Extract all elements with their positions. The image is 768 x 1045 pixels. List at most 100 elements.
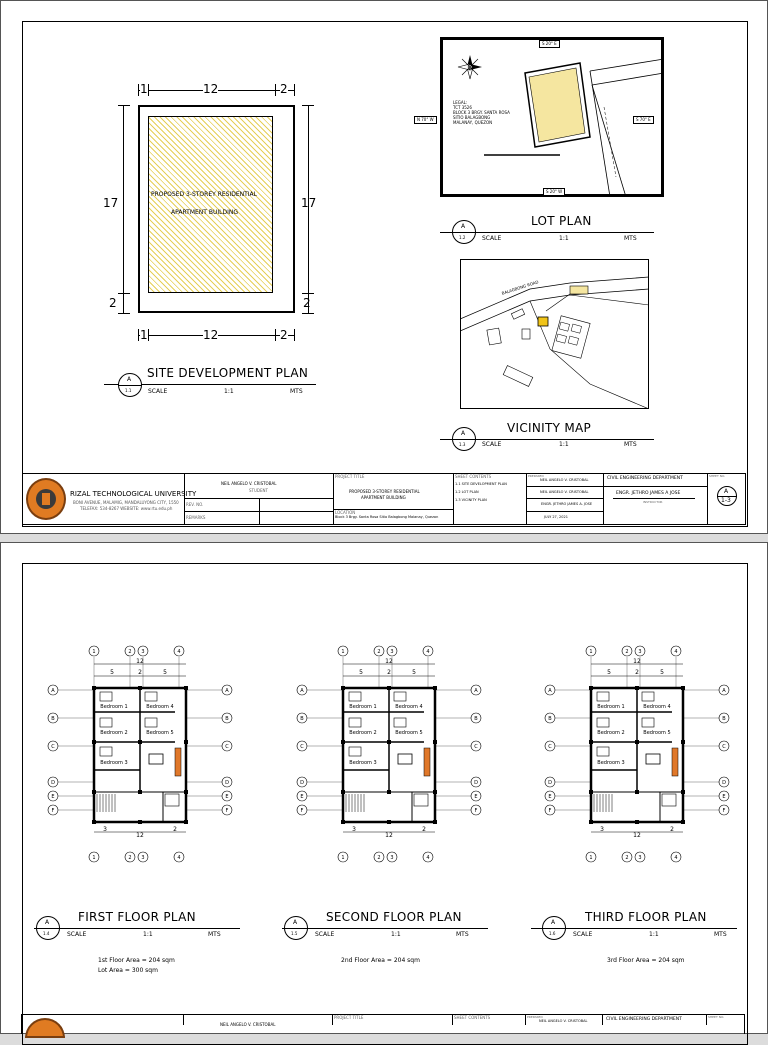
prepared-name: NEIL ANGELO V. CRISTOBAL (540, 478, 589, 482)
grid-label: B (225, 716, 229, 722)
dim-bottom: 12 (136, 832, 144, 839)
grid-bubble (296, 684, 308, 696)
grid-bubble (47, 776, 59, 788)
grid-bubble (47, 804, 59, 816)
grid-label: B (474, 716, 478, 722)
university-logo (26, 478, 66, 520)
grid-label: D (300, 780, 304, 786)
third-scale-label: SCALE (573, 931, 593, 938)
dim-bottom: 3 (103, 826, 107, 833)
sheet-contents-2: 1.2 LOT PLAN (455, 490, 479, 494)
grid-bubble (470, 684, 482, 696)
dim-bottom: 12 (385, 832, 393, 839)
university-name: RIZAL TECHNOLOGICAL UNIVERSITY (70, 490, 197, 498)
dim-top: 5 (412, 669, 416, 676)
grid-label: 3 (638, 855, 641, 861)
grid-label: D (474, 780, 478, 786)
vicinity-drawing (460, 276, 649, 409)
dim-top: 5 (359, 669, 363, 676)
grid-label: D (548, 780, 552, 786)
grid-bubble (47, 684, 59, 696)
dim-top: 5 (660, 669, 664, 676)
grid-bubble (296, 712, 308, 724)
lot-legend-1: LEGAL: (453, 100, 468, 105)
grid-bubble (296, 804, 308, 816)
room-label: Bedroom 3 (100, 760, 127, 766)
dining-table (397, 753, 413, 765)
site-dim-bottom-3: 2 (280, 328, 288, 342)
grid-label: 3 (141, 855, 144, 861)
grid-label: E (474, 794, 477, 800)
third-floor-area-note: 3rd Floor Area = 204 sqm (607, 957, 685, 964)
project-line-1: PROPOSED 3-STOREY RESIDENTIAL (349, 489, 420, 494)
site-dim-bottom-2: 12 (203, 328, 219, 342)
sheet-letter: A (724, 488, 729, 495)
grid-label: A (51, 688, 55, 694)
university-logo-2 (25, 1018, 65, 1038)
grid-bubble (137, 645, 149, 657)
site-ref-num: 1.1 (125, 388, 132, 393)
grid-bubble (124, 851, 136, 863)
grid-label: C (300, 744, 304, 750)
room-label: Bedroom 1 (100, 704, 127, 710)
lot-legend-3: BLOCK 3 BRGY. SANTA ROSA (453, 110, 510, 115)
vicinity-title: VICINITY MAP (507, 421, 592, 435)
location-label: LOCATION (335, 510, 356, 515)
vicinity-scale-value: 1:1 (559, 441, 569, 448)
lot-plan-title: LOT PLAN (531, 214, 592, 228)
dim-top: 2 (387, 669, 391, 676)
grid-bubble (173, 851, 185, 863)
vicinity-units: MTS (624, 441, 637, 448)
room-label: Bedroom 1 (349, 704, 376, 710)
rev-label: REV. NO. (186, 502, 204, 507)
lot-ref-letter: A (461, 223, 466, 230)
checked-name: NEIL ANGELO V. CRISTOBAL (540, 490, 589, 494)
grid-bubble (88, 645, 100, 657)
department-name-2: CIVIL ENGINEERING DEPARTMENT (606, 1017, 682, 1022)
grid-label: C (51, 744, 55, 750)
grid-bubble (718, 790, 730, 802)
site-dim-left-2: 2 (109, 296, 117, 310)
dim-top: 2 (635, 669, 639, 676)
grid-bubble (718, 776, 730, 788)
dim-top: 2 (138, 669, 142, 676)
sheet-no-label-2: SHEET NO. (708, 1015, 725, 1019)
site-plan-title: SITE DEVELOPMENT PLAN (147, 366, 309, 380)
grid-label: F (301, 808, 304, 814)
grid-label: A (300, 688, 304, 694)
grid-bubble (221, 790, 233, 802)
grid-label: F (549, 808, 552, 814)
grid-bubble (47, 740, 59, 752)
lot-scale-label: SCALE (482, 235, 502, 242)
grid-label: A (548, 688, 552, 694)
vicinity-scale-label: SCALE (482, 441, 502, 448)
grid-label: B (548, 716, 552, 722)
dim-bottom: 3 (600, 826, 604, 833)
grid-label: 1 (341, 855, 344, 861)
grid-label: 4 (674, 855, 677, 861)
site-ref-letter: A (127, 376, 132, 383)
dim-bottom: 2 (173, 826, 177, 833)
grid-bubble (544, 790, 556, 802)
lot-legend-4: SITIO BALAGBONG (453, 115, 491, 120)
grid-bubble (422, 645, 434, 657)
site-dim-right-2: 2 (303, 296, 311, 310)
grid-bubble (621, 851, 633, 863)
dim-bottom: 2 (670, 826, 674, 833)
grid-bubble (585, 851, 597, 863)
site-dim-top-1: 1 (140, 82, 148, 96)
room-label: Bedroom 3 (597, 760, 624, 766)
grid-bubble (337, 851, 349, 863)
grid-bubble (221, 684, 233, 696)
location-value: Block 3 Brgy. Santa Rosa Sitio Balagbong… (335, 515, 439, 519)
grid-label: 3 (390, 649, 393, 655)
grid-bubble (670, 645, 682, 657)
first-ref-num: 1.4 (43, 931, 50, 936)
grid-bubble (544, 776, 556, 788)
grid-label: E (300, 794, 303, 800)
grid-bubble (544, 740, 556, 752)
second-ref-letter: A (293, 919, 298, 926)
grid-label: 3 (390, 855, 393, 861)
grid-label: 3 (141, 649, 144, 655)
